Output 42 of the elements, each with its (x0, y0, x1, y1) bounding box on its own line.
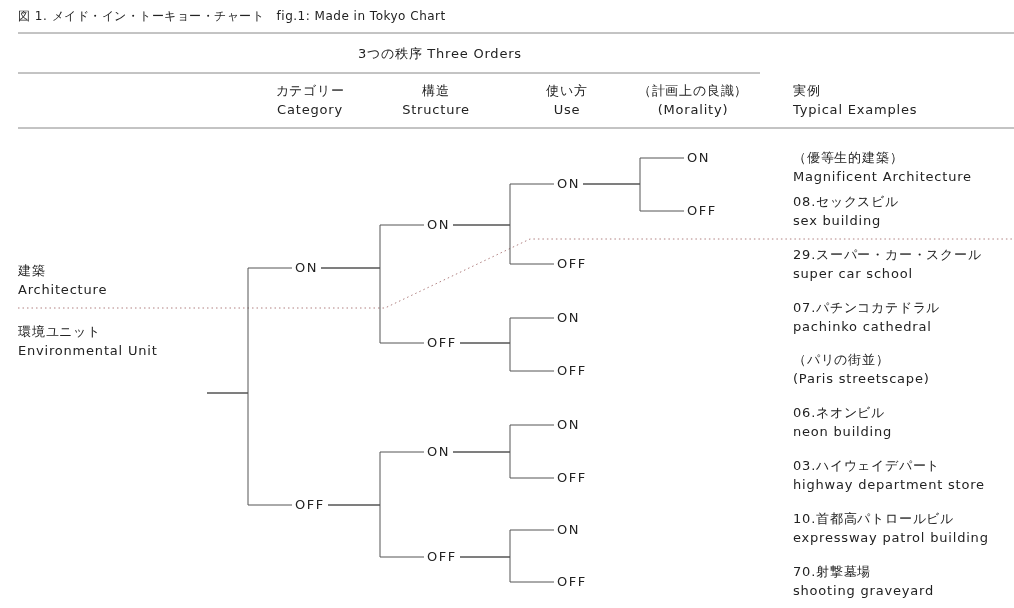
switch-state: ON (684, 150, 713, 166)
tree-branch-line (206, 392, 293, 506)
switch-state: OFF (554, 363, 590, 379)
column-header: 3つの秩序 Three Orders (358, 45, 522, 63)
switch-state: ON (554, 417, 583, 433)
tree-branch-line (320, 267, 425, 344)
tree-branch-line (452, 451, 555, 479)
tree-branch-line (327, 504, 425, 558)
chart-label: （優等生的建築） Magnificent Architecture (793, 149, 972, 186)
column-header: 使い方 Use (546, 82, 588, 119)
switch-state: ON (554, 522, 583, 538)
switch-state: ON (292, 260, 321, 276)
switch-state: OFF (684, 203, 720, 219)
switch-state: ON (424, 217, 453, 233)
tree-branch-line (582, 183, 685, 212)
chart-label: 29.スーパー・カー・スクール super car school (793, 246, 982, 283)
switch-state: ON (554, 310, 583, 326)
chart-label: 03.ハイウェイデパート highway department store (793, 457, 985, 494)
figure-title: 図 1. メイド・イン・トーキョー・チャート fig.1: Made in Tokyo Chart (18, 8, 446, 25)
switch-state: ON (554, 176, 583, 192)
chart-label: 08.セックスビル sex building (793, 193, 899, 230)
switch-state: OFF (554, 574, 590, 590)
column-header: （計画上の良識） (Morality) (637, 82, 749, 119)
chart-label: 70.射撃墓場 shooting graveyard (793, 563, 934, 600)
switch-state: OFF (554, 256, 590, 272)
column-header: 実例 Typical Examples (793, 82, 918, 119)
tree-branch-line (452, 224, 555, 265)
switch-state: OFF (424, 335, 460, 351)
switch-state: ON (424, 444, 453, 460)
tree-branch-line (459, 556, 555, 583)
chart-label: 07.パチンコカテドラル pachinko cathedral (793, 299, 941, 336)
chart-label: （パリの街並） (Paris streetscape) (793, 351, 930, 388)
chart-label: 10.首都高パトロールビル expressway patrol building (793, 510, 989, 547)
chart-label: 建築 Architecture (18, 262, 108, 299)
chart-label: 06.ネオンビル neon building (793, 404, 893, 441)
switch-state: OFF (554, 470, 590, 486)
tree-branch-line (459, 342, 555, 372)
chart-label: 環境ユニット Environmental Unit (18, 323, 158, 360)
column-header: 構造 Structure (402, 82, 470, 119)
switch-state: OFF (424, 549, 460, 565)
switch-state: OFF (292, 497, 328, 513)
column-header: カテゴリー Category (275, 82, 345, 119)
